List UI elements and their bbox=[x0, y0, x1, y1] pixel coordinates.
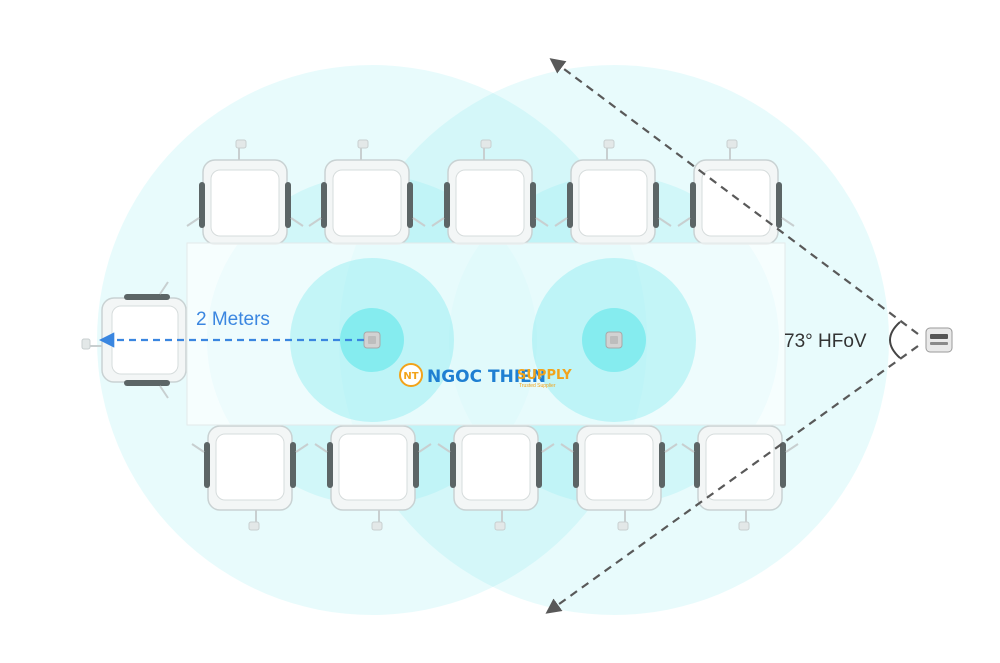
microphone-pod-icon bbox=[605, 331, 623, 349]
fov-angle-arc bbox=[889, 321, 901, 359]
watermark-logo: NT NGOC THIEN SUPPLY Trusted Supplier bbox=[399, 363, 572, 389]
fov-upper-arrow bbox=[549, 58, 919, 335]
fov-lower-arrow bbox=[545, 345, 919, 614]
distance-label: 2 Meters bbox=[196, 309, 270, 330]
microphone-pod-icon bbox=[363, 331, 381, 349]
logo-name: NGOC THIEN bbox=[427, 367, 546, 387]
logo-supply: SUPPLY bbox=[517, 368, 572, 383]
camera-icon bbox=[925, 327, 953, 353]
fov-label: 73° HFoV bbox=[784, 331, 867, 352]
logo-tagline: Trusted Supplier bbox=[519, 383, 556, 389]
conference-table bbox=[186, 242, 786, 426]
logo-badge-text: NT bbox=[403, 371, 418, 382]
logo-badge bbox=[399, 363, 423, 387]
